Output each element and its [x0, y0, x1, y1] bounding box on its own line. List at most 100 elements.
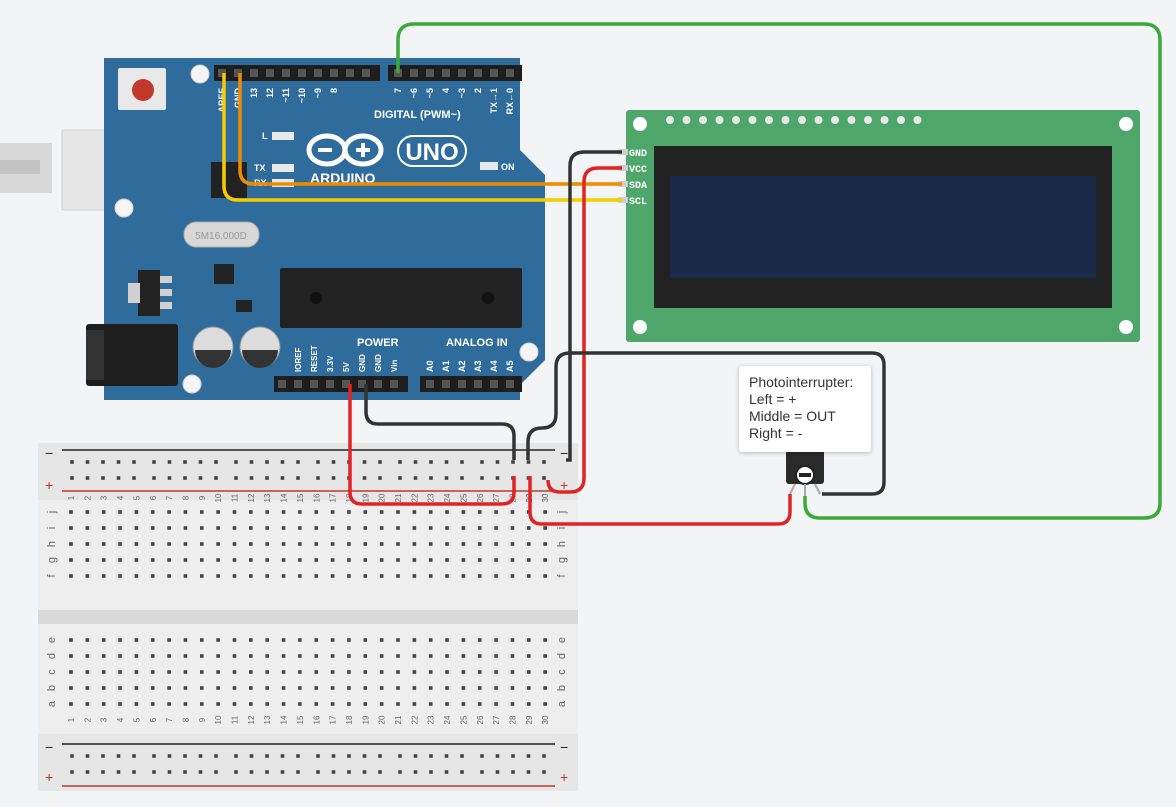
- regulator: [138, 270, 160, 316]
- bb-col-label: 28: [508, 715, 517, 724]
- pin-label-5: ~10: [297, 88, 307, 103]
- arduino-uno-board[interactable]: 5M16.000D L TX RX ON A: [86, 58, 545, 400]
- pin-label-7: 8: [329, 88, 339, 93]
- bb-col-label: 8: [181, 495, 190, 500]
- bb-col-label: 19: [361, 493, 370, 502]
- bb-col-label: 3: [100, 495, 109, 500]
- bb-row-label: e: [46, 637, 58, 643]
- breadboard[interactable]: 1122334455667788991010111112121313141415…: [38, 443, 578, 791]
- bb-col-label: 29: [525, 715, 534, 724]
- bb-row-label: f: [46, 574, 58, 578]
- bb-col-label: 5: [132, 495, 141, 500]
- note-line-2: Left = +: [749, 391, 797, 407]
- bb-col-label: 7: [165, 717, 174, 722]
- lcd-i2c-pins: GND VCC SDA SCL: [618, 149, 647, 208]
- bb-col-label: 8: [181, 717, 190, 722]
- brand-label: ARDUINO: [310, 170, 375, 186]
- bb-col-label: 6: [149, 495, 158, 500]
- bb-row-label: i: [46, 527, 58, 529]
- bb-col-label: 26: [476, 493, 485, 502]
- bb-col-label: 26: [476, 715, 485, 724]
- bb-col-label: 12: [247, 493, 256, 502]
- wire-black-lcd-gnd: [566, 150, 622, 462]
- bb-row-label: i: [556, 527, 568, 529]
- arduino-logo: ARDUINO UNO: [306, 133, 467, 186]
- bb-col-label: 20: [378, 715, 387, 724]
- wire-orange-sda: [238, 73, 622, 186]
- lcd-pin-scl: SCL: [629, 197, 647, 208]
- lcd-module[interactable]: GND VCC SDA SCL: [618, 110, 1140, 342]
- bb-col-label: 25: [459, 715, 468, 724]
- bb-col-label: 24: [443, 493, 452, 502]
- lcd-header-holes: [666, 116, 922, 124]
- bb-col-label: 16: [312, 715, 321, 724]
- lcd-pin-vcc: VCC: [629, 165, 647, 176]
- power-pin-label-1: RESET: [310, 345, 319, 372]
- digital-header-label: DIGITAL (PWM~): [374, 109, 461, 121]
- power-label: POWER: [357, 337, 399, 349]
- bb-row-label: d: [46, 653, 58, 659]
- rail-minus-bl: −: [45, 739, 53, 755]
- wire-green-signal: [396, 22, 1162, 520]
- bb-row-label: b: [46, 685, 58, 691]
- rail-plus-tr: +: [560, 477, 568, 493]
- wires: [222, 22, 1162, 526]
- led-on: [480, 162, 498, 170]
- analog-label: ANALOG IN: [446, 337, 508, 349]
- led-l: [272, 132, 294, 140]
- rail-minus-tl: −: [45, 445, 53, 461]
- bb-row-label: b: [556, 685, 568, 691]
- lcd-pin-gnd: GND: [629, 149, 647, 160]
- rail-minus-tr: −: [560, 445, 568, 461]
- bb-row-label: f: [556, 574, 568, 578]
- reset-button[interactable]: [118, 68, 166, 110]
- led-l-label: L: [262, 131, 268, 141]
- bb-row-label: a: [46, 700, 58, 707]
- digital-header: [214, 65, 522, 81]
- bb-col-label: 14: [280, 493, 289, 502]
- power-pin-label-5: GND: [374, 354, 383, 372]
- bb-col-label: 4: [116, 495, 125, 500]
- pin-label-0: AREF: [217, 87, 227, 112]
- photointerrupter[interactable]: [786, 450, 824, 496]
- bb-col-label: 14: [280, 715, 289, 724]
- pin-label-14: TX→1: [489, 88, 499, 114]
- bb-col-label: 24: [443, 715, 452, 724]
- power-jack: [86, 324, 178, 386]
- bb-row-label: d: [556, 653, 568, 659]
- bb-col-label: 15: [296, 493, 305, 502]
- bb-col-label: 13: [263, 493, 272, 502]
- bb-col-label: 10: [214, 715, 223, 724]
- lcd-pin-sda: SDA: [629, 181, 647, 192]
- bb-col-label: 9: [198, 717, 207, 722]
- bb-row-label: c: [46, 669, 58, 675]
- bb-col-label: 12: [247, 715, 256, 724]
- rail-plus-bl: +: [45, 769, 53, 785]
- rail-minus-br: −: [560, 739, 568, 755]
- bb-col-label: 30: [541, 715, 550, 724]
- pin-label-12: ~3: [457, 88, 467, 98]
- bb-col-label: 30: [541, 493, 550, 502]
- bb-col-label: 27: [492, 493, 501, 502]
- bb-col-label: 21: [394, 493, 403, 502]
- pin-label-2: 13: [249, 88, 259, 98]
- pin-label-9: ~6: [409, 88, 419, 98]
- pin-label-10: ~5: [425, 88, 435, 98]
- atmega-chip: [280, 268, 522, 328]
- bb-col-label: 10: [214, 493, 223, 502]
- led-tx-label: TX: [254, 163, 266, 173]
- breadboard-holes: [69, 460, 547, 774]
- analog-pin-label-3: A3: [473, 360, 483, 372]
- bb-col-label: 18: [345, 715, 354, 724]
- analog-pin-label-4: A4: [489, 360, 499, 372]
- model-label: UNO: [405, 139, 458, 166]
- bb-col-label: 4: [116, 717, 125, 722]
- wire-black-sensor-gnd: [526, 351, 886, 496]
- bb-col-label: 17: [329, 715, 338, 724]
- pin-label-1: GND: [233, 88, 243, 109]
- power-pin-label-4: GND: [358, 354, 367, 372]
- bb-row-label: h: [46, 541, 58, 547]
- bb-col-label: 7: [165, 495, 174, 500]
- bb-col-label: 22: [410, 493, 419, 502]
